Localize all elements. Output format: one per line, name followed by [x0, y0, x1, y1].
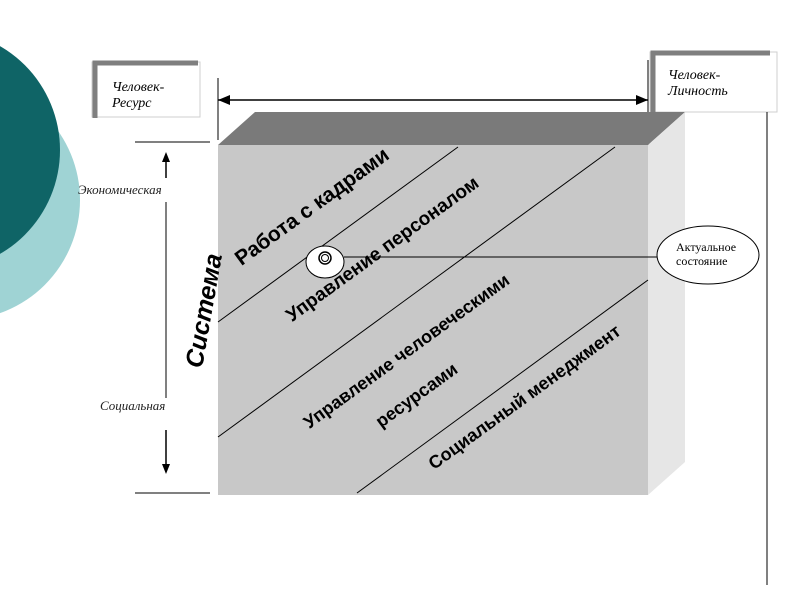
divider-3	[356, 279, 649, 494]
band-dividers	[217, 146, 649, 494]
actual-state-marker	[305, 245, 345, 279]
decor-circle-dark	[0, 46, 60, 254]
box-front-face	[218, 145, 648, 495]
callout-label-actual-state: Актуальное состояние	[676, 240, 737, 268]
box-side-face	[648, 112, 685, 495]
axis-label-social: Социальная	[100, 398, 166, 413]
axis-up-arrow-head	[162, 152, 170, 162]
axis-down-arrow-head	[162, 464, 170, 474]
divider-2	[217, 146, 616, 438]
divider-1	[217, 146, 459, 323]
system-box	[218, 112, 685, 495]
callout-ellipse	[656, 225, 760, 285]
vertical-axis	[135, 141, 210, 494]
corner-label-person-personality: Человек- Личность	[668, 68, 728, 99]
box-top-face	[218, 112, 685, 145]
axis-label-economic: Экономическая	[78, 182, 162, 197]
left-corner-box	[91, 60, 201, 118]
corner-label-person-resource: Человек- Ресурс	[112, 80, 165, 111]
right-corner-box	[649, 50, 778, 113]
